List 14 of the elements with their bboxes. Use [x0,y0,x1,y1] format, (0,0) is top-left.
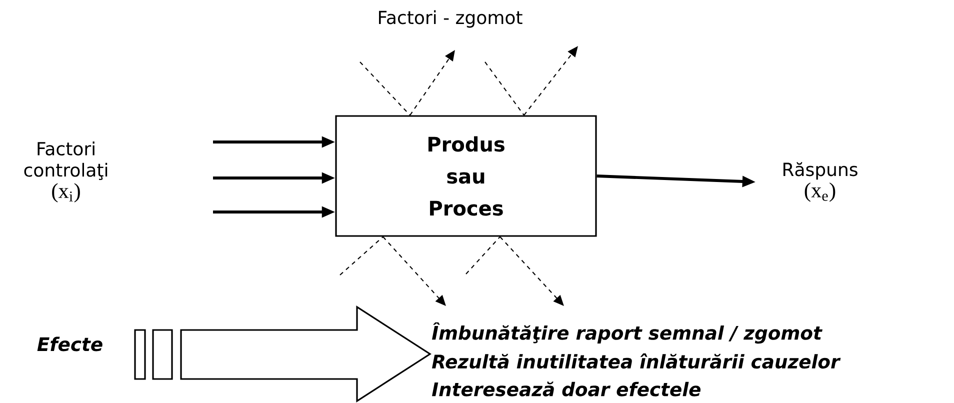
arrow [382,236,446,306]
node-label: Factori controlaţi (x$_{i}$) [24,142,108,202]
arrow [500,236,564,306]
line [360,62,410,116]
note-text: Rezultă inutilitatea înlăturării cauzelor [432,353,841,369]
node-label: Răspuns (x$_{e}$) [784,162,858,202]
line [466,236,500,274]
line [340,236,384,276]
line [484,62,524,116]
note-text: Îmbunătăţire raport semnal / zgomot [432,322,822,344]
note-text: Interesează doar efectele [432,382,701,396]
process-box: Produs sau Proces [335,115,597,237]
effects-label: Efecte [37,336,102,352]
noise-label: Factori - zgomot [379,10,522,28]
